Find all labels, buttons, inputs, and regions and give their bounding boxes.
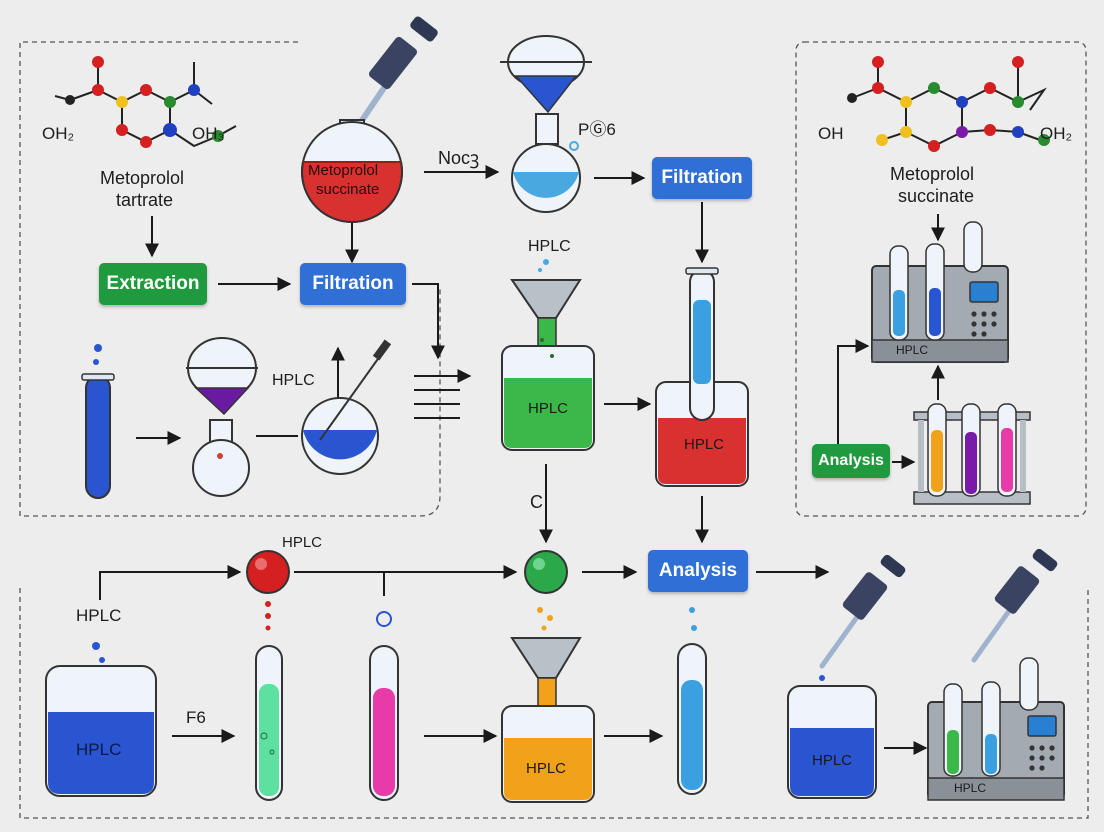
filtration-box-center: Filtration — [652, 157, 752, 199]
right-compound-line2: succinate — [898, 186, 975, 206]
f6-label: F6 — [186, 708, 206, 727]
hplc-machine-right — [871, 221, 1009, 363]
bottom-machine-label: HPLC — [954, 781, 987, 795]
tube-blue-left — [81, 344, 115, 499]
arrow-hplc-redball — [99, 565, 242, 600]
flask-blue-round — [301, 339, 392, 475]
left-compound-line1: Metoprolol — [100, 168, 185, 188]
left-molecule-oh3: OH₃ — [192, 124, 225, 143]
right-oh-label: OH — [818, 124, 844, 143]
beaker-blue-label: HPLC — [76, 740, 122, 759]
beaker-small-label: HPLC — [812, 752, 853, 769]
left-panel-border — [19, 41, 441, 517]
bottom-hplc-left: HPLC — [76, 606, 122, 625]
pipette-bottom-2 — [971, 548, 1058, 663]
pipette-bottom-1 — [819, 554, 906, 669]
beaker-red — [655, 267, 749, 487]
flask-label-line1: Metoprolol — [308, 162, 379, 179]
beaker-orange — [501, 607, 595, 803]
hplc-machine-bottom — [927, 657, 1065, 801]
red-sphere — [246, 550, 290, 594]
beaker-orange-label: HPLC — [526, 760, 567, 777]
c-label: C — [530, 492, 543, 512]
beaker-green — [501, 259, 595, 451]
arrow-filtration-down — [412, 283, 445, 360]
sep-funnel-center — [500, 35, 592, 213]
green-sphere — [524, 550, 568, 594]
flask-red — [301, 119, 403, 223]
molecule-right-atoms — [847, 56, 1050, 152]
molecule-left-atoms — [65, 56, 224, 148]
noc-label: Nocꝫ — [438, 148, 480, 168]
arrow-analysis-machine — [837, 339, 870, 444]
tube-rack — [913, 403, 1031, 505]
right-panel-border — [795, 41, 1087, 517]
left-molecule-oh2: OH₂ — [42, 124, 75, 143]
right-machine-label: HPLC — [896, 343, 929, 357]
extraction-box: Extraction — [99, 263, 207, 305]
analysis-box-bottom: Analysis — [648, 550, 748, 592]
right-compound-line1: Metoprolol — [890, 164, 975, 184]
bottom-panel-border — [19, 588, 1089, 819]
small-ring — [376, 611, 392, 627]
left-hplc-label: HPLC — [272, 372, 315, 389]
left-compound-line2: tartrate — [116, 190, 174, 210]
bottom-hplc-top: HPLC — [282, 534, 323, 551]
beaker-red-label: HPLC — [684, 436, 725, 453]
tube-mint — [255, 601, 283, 801]
tube-magenta — [369, 645, 399, 801]
flask-label-line2: succinate — [316, 181, 380, 198]
beaker-green-label: HPLC — [528, 400, 569, 417]
beaker-small-blue — [787, 675, 877, 799]
pg-label: PⒼ6 — [578, 120, 616, 139]
sep-funnel-left — [186, 337, 258, 497]
tube-light-blue — [677, 607, 707, 795]
center-hplc-top: HPLC — [528, 238, 571, 255]
filtration-box-left: Filtration — [300, 263, 406, 305]
analysis-box-right: Analysis — [812, 444, 890, 478]
right-oh2-label: OH₂ — [1040, 124, 1073, 143]
beaker-blue-bottom — [45, 642, 157, 797]
multi-arrow — [414, 369, 472, 419]
